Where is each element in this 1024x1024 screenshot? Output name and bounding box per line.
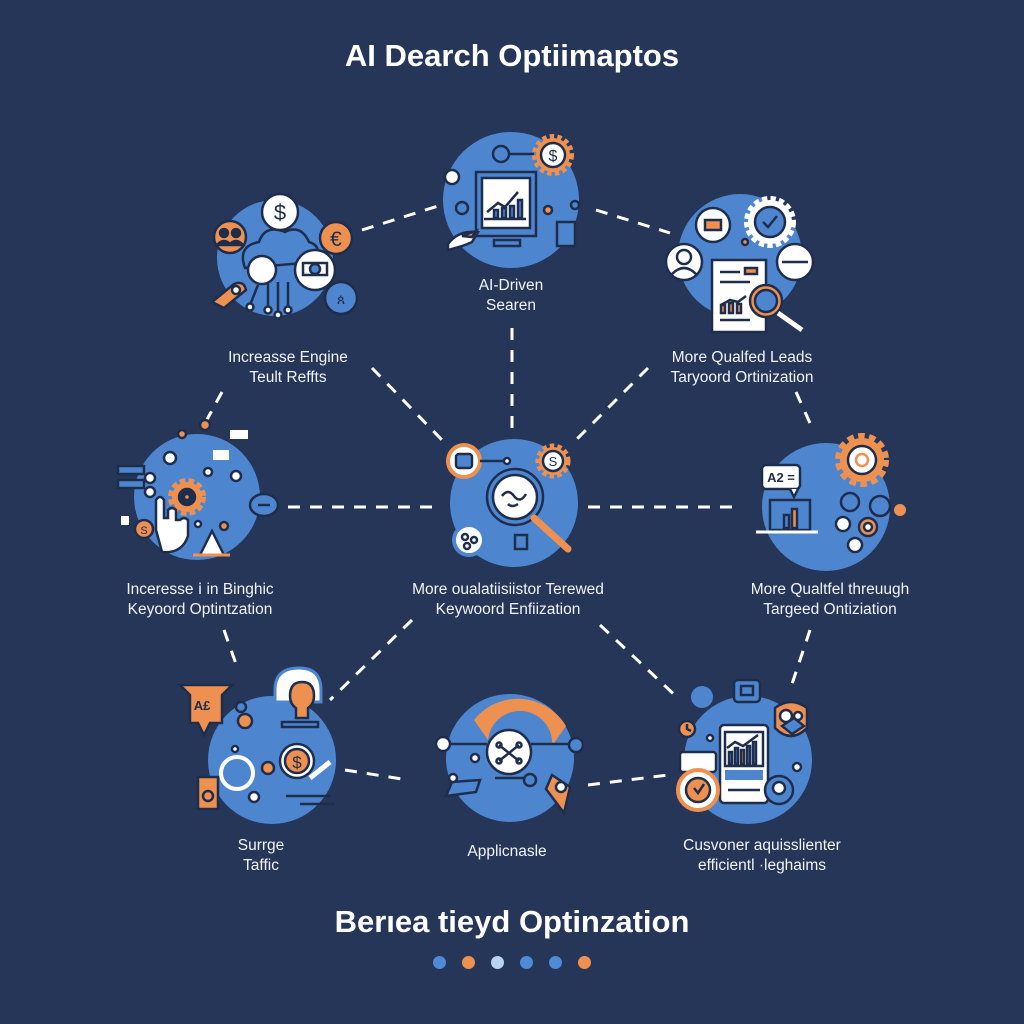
label-line: Keywoord Enfiization bbox=[435, 601, 581, 618]
label-line: Taffic bbox=[243, 857, 279, 874]
connector-midright-bottomright bbox=[788, 629, 812, 691]
document-magnifier-gear-icon bbox=[664, 196, 815, 334]
node-label-bottom-right: Cusvoner aquisslienter efficientl ·legha… bbox=[632, 836, 892, 876]
label-line: Inceresse ⅰ in Binghic bbox=[126, 581, 274, 598]
connector-topleft-topcenter bbox=[361, 204, 439, 232]
chat-chart-gear-icon: A2 = bbox=[756, 433, 906, 554]
node-label-top-center: AI-Driven Searen bbox=[381, 276, 641, 316]
pagination-dots bbox=[0, 956, 1024, 969]
svg-text:S: S bbox=[140, 525, 147, 537]
label-line: More Qualtfel threuugh bbox=[750, 581, 910, 598]
svg-text:$: $ bbox=[292, 753, 302, 772]
svg-text:A2 =: A2 = bbox=[767, 470, 795, 485]
connector-bottomcenter-bottomright bbox=[587, 773, 669, 787]
diagram-title: AI Dearch Optiimaptos bbox=[344, 38, 680, 73]
connector-topright-center bbox=[574, 366, 650, 442]
monitor-chart-gear-icon: $ bbox=[443, 134, 581, 252]
node-mid-left[interactable]: S bbox=[116, 418, 280, 560]
node-center[interactable]: S bbox=[446, 439, 578, 567]
label-line: Taryoord Ortinization bbox=[670, 369, 814, 386]
connector-center-bottomleft bbox=[328, 618, 414, 702]
pagination-dot[interactable] bbox=[462, 956, 475, 969]
label-line: Cusvoner aquisslienter bbox=[683, 837, 841, 854]
node-bottom-left[interactable]: A£ $ bbox=[176, 666, 336, 824]
label-line: More oualatiisiistor Terewed bbox=[412, 581, 604, 598]
node-bottom-right[interactable] bbox=[676, 678, 812, 824]
brain-network-hand-icon bbox=[434, 698, 585, 816]
connector-center-bottomright bbox=[598, 623, 682, 702]
connector-midleft-bottomleft bbox=[222, 629, 238, 665]
pagination-dot[interactable] bbox=[433, 956, 446, 969]
connector-bottomleft-bottomcenter bbox=[344, 768, 409, 782]
pagination-dot[interactable] bbox=[520, 956, 533, 969]
label-line: AI-Driven bbox=[478, 277, 544, 294]
lightbulb-dollar-circuit-icon: A£ $ bbox=[176, 666, 335, 811]
connector-topright-midright bbox=[794, 391, 816, 433]
node-label-bottom-left: Surrge Taffic bbox=[131, 836, 391, 876]
node-bottom-center[interactable] bbox=[434, 694, 585, 822]
svg-text:S: S bbox=[549, 454, 558, 469]
connector-topcenter-topright bbox=[595, 208, 671, 235]
label-line: Surrge bbox=[237, 837, 285, 854]
connector-topleft-center bbox=[370, 366, 444, 442]
pagination-dot[interactable] bbox=[578, 956, 591, 969]
node-top-left[interactable]: $ € ጰ bbox=[209, 192, 359, 320]
magnifier-network-icon: S bbox=[446, 443, 572, 557]
node-label-mid-right: More Qualtfel threuugh Targeed Ontiziati… bbox=[700, 580, 960, 620]
svg-text:$: $ bbox=[274, 200, 286, 225]
diagram-subtitle: Berıea tieyd Optinzation bbox=[334, 904, 690, 939]
svg-text:€: € bbox=[330, 228, 342, 251]
label-line: Keyoord Optintzation bbox=[127, 601, 273, 618]
svg-text:$: $ bbox=[549, 148, 558, 165]
svg-text:ጰ: ጰ bbox=[337, 291, 345, 307]
label-line: Teult Reffts bbox=[249, 369, 327, 386]
pagination-dot[interactable] bbox=[549, 956, 562, 969]
label-line: efficientl ·leghaims bbox=[697, 857, 827, 874]
node-label-center: More oualatiisiistor Terewed Keywoord En… bbox=[378, 580, 638, 620]
label-line: Searen bbox=[486, 297, 536, 314]
label-line: Increasse Engine bbox=[228, 349, 348, 366]
pagination-dot[interactable] bbox=[491, 956, 504, 969]
node-mid-right[interactable]: A2 = bbox=[756, 433, 906, 571]
node-label-bottom-center: Applicnasle bbox=[377, 842, 637, 862]
label-line: Targeed Ontiziation bbox=[763, 601, 897, 618]
node-label-top-left: Increasse Engine Teult Reffts bbox=[158, 348, 418, 388]
phone-chart-clock-icon bbox=[676, 678, 809, 812]
gear-hand-circuit-icon: S bbox=[116, 418, 280, 557]
node-label-top-right: More Qualfed Leads Taryoord Ortinization bbox=[612, 348, 872, 388]
node-top-right[interactable] bbox=[664, 194, 815, 334]
svg-text:A£: A£ bbox=[194, 698, 211, 713]
node-label-mid-left: Inceresse ⅰ in Binghic Keyoord Optintzat… bbox=[70, 580, 330, 620]
label-line: More Qualfed Leads bbox=[671, 349, 813, 366]
node-top-center[interactable]: $ bbox=[443, 132, 581, 268]
cloud-network-currency-icon: $ € ጰ bbox=[209, 192, 359, 320]
label-line: Applicnasle bbox=[467, 843, 547, 860]
